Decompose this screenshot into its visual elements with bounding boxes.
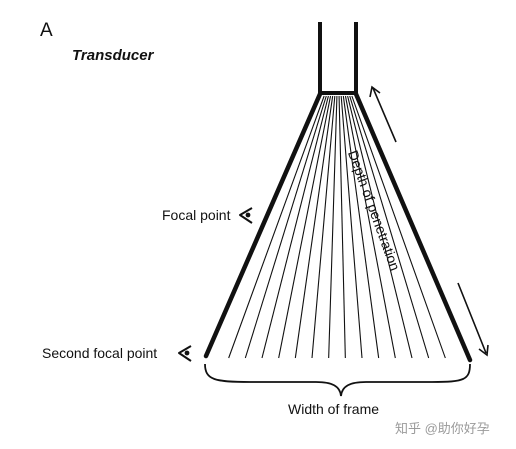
watermark: 知乎 @助你好孕 bbox=[395, 421, 490, 436]
depth-arrow bbox=[369, 85, 489, 357]
beam-edges bbox=[203, 91, 473, 363]
depth-arrow-head-bottom bbox=[478, 344, 489, 357]
width-brace bbox=[204, 363, 471, 397]
beam-right-edge bbox=[353, 91, 473, 363]
beam-left-edge bbox=[203, 91, 323, 359]
scan-line bbox=[261, 95, 329, 359]
scan-lines bbox=[228, 95, 446, 359]
scan-line bbox=[349, 95, 430, 359]
transducer-probe bbox=[318, 22, 358, 95]
scan-line bbox=[342, 95, 380, 359]
scan-line bbox=[338, 95, 346, 359]
scan-line bbox=[228, 95, 325, 359]
scan-line bbox=[244, 95, 327, 359]
panel-letter: A bbox=[40, 20, 53, 41]
second-focal-point-label: Second focal point bbox=[42, 345, 158, 361]
scan-line bbox=[328, 95, 338, 359]
width-of-frame-label: Width of frame bbox=[288, 401, 380, 417]
focal-point-label: Focal point bbox=[162, 207, 231, 223]
scan-line bbox=[347, 95, 413, 359]
depth-arrow-upper-shaft bbox=[372, 87, 397, 143]
scan-line bbox=[351, 95, 446, 359]
scan-line bbox=[344, 95, 396, 359]
transducer-title: Transducer bbox=[72, 47, 154, 64]
scan-line bbox=[294, 95, 334, 359]
scan-line bbox=[340, 95, 363, 359]
scan-line bbox=[311, 95, 336, 359]
depth-arrow-head-top bbox=[369, 85, 381, 98]
eye-icon bbox=[239, 207, 253, 224]
depth-arrow-lower-shaft bbox=[457, 282, 487, 354]
scan-line bbox=[278, 95, 332, 359]
eye-icon bbox=[178, 345, 192, 362]
